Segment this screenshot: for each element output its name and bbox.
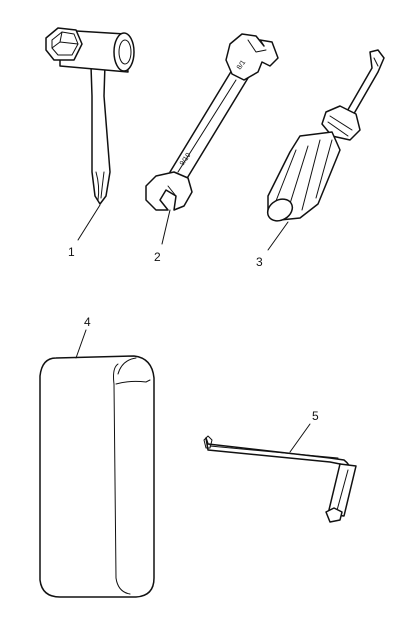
callout-label-3: 3 [256,255,263,269]
callout-label-1: 1 [68,245,75,259]
callout-label-4: 4 [84,315,91,329]
spark-plug-socket-wrench [45,27,135,241]
wrench-stamp-small: 8/1 [236,59,247,71]
open-end-wrench: 9/10 8/1 [145,33,279,245]
hex-key [203,423,357,523]
callout-label-2: 2 [154,250,161,264]
tool-pouch [39,329,155,598]
screwdriver [266,49,385,251]
callout-label-5: 5 [312,409,319,423]
